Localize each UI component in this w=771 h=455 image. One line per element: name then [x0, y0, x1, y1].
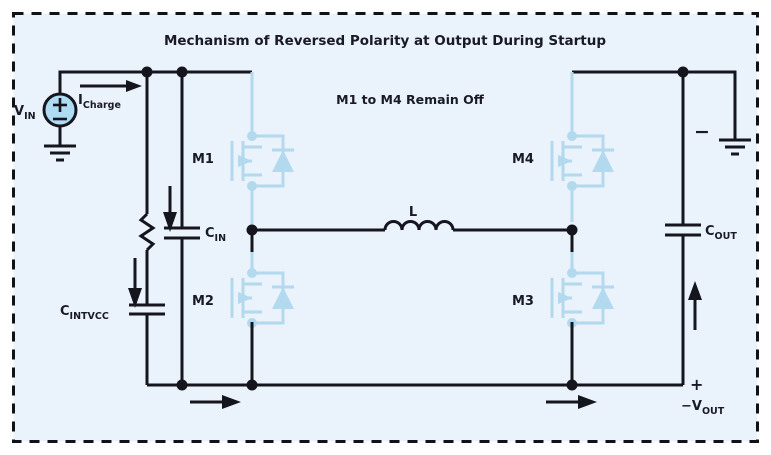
arrow-cintvcc-branch [128, 258, 142, 308]
node-dot-bottom-a [176, 379, 188, 391]
arrow-icharge [80, 80, 142, 92]
label-icharge: ICharge [78, 93, 121, 111]
node-dot-bottom-b [246, 379, 258, 391]
label-m4: M4 [512, 152, 534, 167]
arrow-cout-branch [688, 281, 702, 330]
voltage-source-vin [42, 70, 182, 146]
label-cintvcc: CINTVCC [60, 304, 109, 322]
node-dot-bottom-c [566, 379, 578, 391]
arrow-cin-branch [163, 186, 177, 232]
mosfet-m4 [550, 72, 614, 222]
label-vout: −VOUT [681, 399, 725, 417]
output-ground-wire [683, 70, 737, 140]
label-vin: VIN [14, 104, 36, 122]
label-m1: M1 [192, 152, 214, 167]
figure-title: Mechanism of Reversed Polarity at Output… [164, 33, 606, 49]
ground-output [719, 138, 751, 156]
mosfet-m1 [230, 72, 294, 228]
resistor-intvcc [138, 212, 156, 252]
ground-input [44, 144, 76, 162]
mosfet-m2 [230, 242, 294, 328]
label-cin: CIN [205, 226, 226, 244]
label-output-plus: + [690, 375, 703, 394]
arrow-bottom-left [190, 395, 241, 409]
arrow-bottom-right [546, 395, 597, 409]
label-cout: COUT [705, 224, 737, 242]
figure-note: M1 to M4 Remain Off [336, 92, 485, 107]
label-output-minus: − [694, 121, 710, 143]
label-m2: M2 [192, 294, 214, 309]
inductor-l [383, 220, 455, 231]
label-inductor: L [409, 205, 417, 220]
node-dot-sw-right [566, 224, 578, 236]
label-m3: M3 [512, 294, 534, 309]
